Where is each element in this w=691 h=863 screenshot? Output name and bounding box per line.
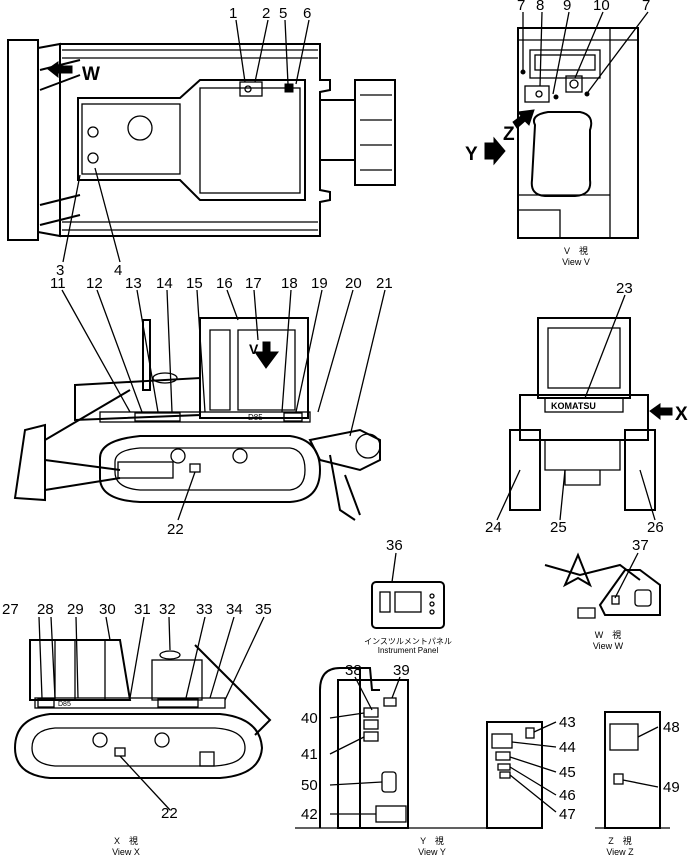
caption-y-jp: Y 視 [420, 835, 444, 846]
callout-47: 47 [559, 806, 576, 823]
callout-22a: 22 [167, 521, 184, 538]
callout-45: 45 [559, 764, 576, 781]
caption-v-en: View V [562, 257, 590, 267]
view-letter-v: V [249, 341, 259, 357]
callout-11: 11 [50, 275, 66, 292]
callout-12: 12 [86, 275, 103, 292]
callout-43: 43 [559, 714, 576, 731]
callout-14: 14 [156, 275, 173, 292]
callout-18: 18 [281, 275, 298, 292]
callout-5: 5 [279, 5, 287, 22]
callout-50: 50 [301, 777, 318, 794]
view-x-drawing: D85 [13, 639, 272, 779]
callout-10: 10 [593, 0, 610, 14]
callout-22b: 22 [161, 805, 178, 822]
callout-40: 40 [301, 710, 318, 727]
callout-46: 46 [559, 787, 576, 804]
view-letters: W Y Z X V [82, 64, 688, 425]
callout-26: 26 [647, 519, 664, 536]
callout-41: 41 [301, 746, 318, 763]
callout-4: 4 [114, 262, 122, 279]
callout-31: 31 [134, 601, 151, 618]
callout-16: 16 [216, 275, 233, 292]
caption-y-en: View Y [418, 847, 446, 857]
callout-2: 2 [262, 5, 270, 22]
callout-36: 36 [386, 537, 403, 554]
callout-28: 28 [37, 601, 54, 618]
caption-x-jp: X 視 [114, 835, 138, 846]
callout-23: 23 [616, 280, 633, 297]
view-y-drawing [295, 667, 540, 829]
side-view-drawing: D85 [13, 317, 381, 521]
callout-19: 19 [311, 275, 328, 292]
instrument-panel-en: Instrument Panel [378, 646, 439, 655]
callout-25: 25 [550, 519, 567, 536]
callout-20: 20 [345, 275, 362, 292]
callout-13: 13 [125, 275, 142, 292]
view-letter-z: Z [503, 124, 515, 145]
caption-x-en: View X [112, 847, 140, 857]
decal-model-x: D85 [58, 701, 71, 708]
callout-30: 30 [99, 601, 116, 618]
caption-w-en: View W [593, 641, 624, 651]
callout-7b: 7 [642, 0, 650, 14]
callout-17: 17 [245, 275, 262, 292]
callout-35: 35 [255, 601, 272, 618]
callout-3: 3 [56, 262, 64, 279]
view-w-drawing: KOMATSU [509, 317, 673, 511]
callout-38: 38 [345, 662, 362, 679]
instrument-panel-drawing: インスツルメントパネル Instrument Panel [364, 581, 452, 655]
callout-7a: 7 [517, 0, 525, 14]
callout-27: 27 [2, 601, 19, 618]
caption-z-en: View Z [606, 847, 634, 857]
view-y-panel-drawing [486, 721, 543, 829]
callout-24: 24 [485, 519, 502, 536]
callout-37: 37 [632, 537, 649, 554]
caption-v-jp: V 視 [564, 245, 588, 256]
callout-numbers: 1 2 3 4 5 6 7 8 9 10 7 11 12 13 14 15 16… [2, 0, 680, 823]
view-z-drawing [595, 711, 670, 829]
callout-6: 6 [303, 5, 311, 22]
callout-1: 1 [229, 5, 237, 22]
callout-34: 34 [226, 601, 243, 618]
caption-w-jp: W 視 [595, 629, 622, 640]
callout-15: 15 [186, 275, 203, 292]
view-captions: V 視 View V W 視 View W X 視 View X Y 視 Vie… [112, 245, 634, 857]
callout-39: 39 [393, 662, 410, 679]
callout-48: 48 [663, 719, 680, 736]
view-v-drawing [484, 27, 639, 239]
callout-33: 33 [196, 601, 213, 618]
instrument-panel-jp: インスツルメントパネル [364, 637, 452, 646]
callout-29: 29 [67, 601, 84, 618]
callout-32: 32 [159, 601, 176, 618]
callout-9: 9 [563, 0, 571, 14]
decal-model-side: D85 [248, 413, 263, 422]
leader-lines [38, 11, 659, 815]
callout-42: 42 [301, 806, 318, 823]
view-letter-x: X [675, 404, 688, 425]
callout-44: 44 [559, 739, 576, 756]
caption-z-jp: Z 視 [608, 835, 632, 846]
view-letter-w: W [82, 64, 100, 85]
callout-8: 8 [536, 0, 544, 14]
top-view-drawing [7, 39, 396, 241]
view-letter-y: Y [465, 144, 478, 165]
callout-21: 21 [376, 275, 393, 292]
view-w-detail-drawing [544, 552, 661, 619]
decal-komatsu-rear: KOMATSU [551, 401, 596, 411]
callout-49: 49 [663, 779, 680, 796]
